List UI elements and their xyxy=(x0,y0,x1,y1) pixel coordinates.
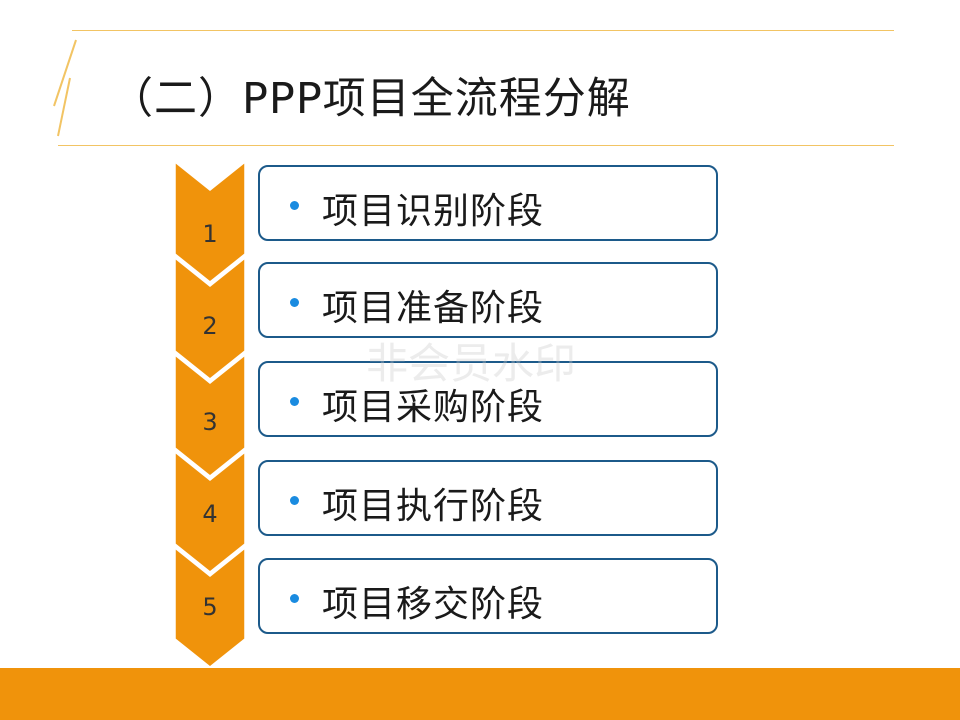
stage-label-5: 项目移交阶段 xyxy=(322,584,545,625)
stage-box-1: 项目识别阶段 xyxy=(258,165,718,241)
watermark: 非会员水印 xyxy=(366,339,577,388)
footer-bar xyxy=(0,668,960,720)
stage-chevron-column: 1 2 3 4 5 xyxy=(175,162,245,667)
stage-number-3: 3 xyxy=(202,408,218,436)
bullet-icon xyxy=(290,201,299,210)
chevron-3 xyxy=(175,354,245,477)
page-title: （二）PPP项目全流程分解 xyxy=(110,74,631,124)
stage-box-3: 项目采购阶段 xyxy=(258,361,718,437)
chevron-1 xyxy=(175,162,245,283)
title-rule-top xyxy=(72,30,894,31)
stage-number-5: 5 xyxy=(202,593,218,621)
stage-label-1: 项目识别阶段 xyxy=(322,191,545,232)
stage-number-1: 1 xyxy=(202,220,218,248)
bullet-icon xyxy=(290,594,299,603)
stage-box-4: 项目执行阶段 xyxy=(258,460,718,536)
chevron-5 xyxy=(175,547,245,667)
stage-label-3: 项目采购阶段 xyxy=(322,387,545,428)
stage-label-2: 项目准备阶段 xyxy=(322,288,545,329)
bullet-icon xyxy=(290,496,299,505)
title-rule-bottom xyxy=(58,145,894,146)
stage-box-5: 项目移交阶段 xyxy=(258,558,718,634)
bullet-icon xyxy=(290,397,299,406)
stage-label-4: 项目执行阶段 xyxy=(322,486,545,527)
chevron-2 xyxy=(175,257,245,380)
decorative-slash xyxy=(53,39,77,137)
stage-number-4: 4 xyxy=(202,500,218,528)
chevron-4 xyxy=(175,451,245,573)
stage-number-2: 2 xyxy=(202,312,218,340)
bullet-icon xyxy=(290,298,299,307)
stage-box-2: 项目准备阶段 xyxy=(258,262,718,338)
